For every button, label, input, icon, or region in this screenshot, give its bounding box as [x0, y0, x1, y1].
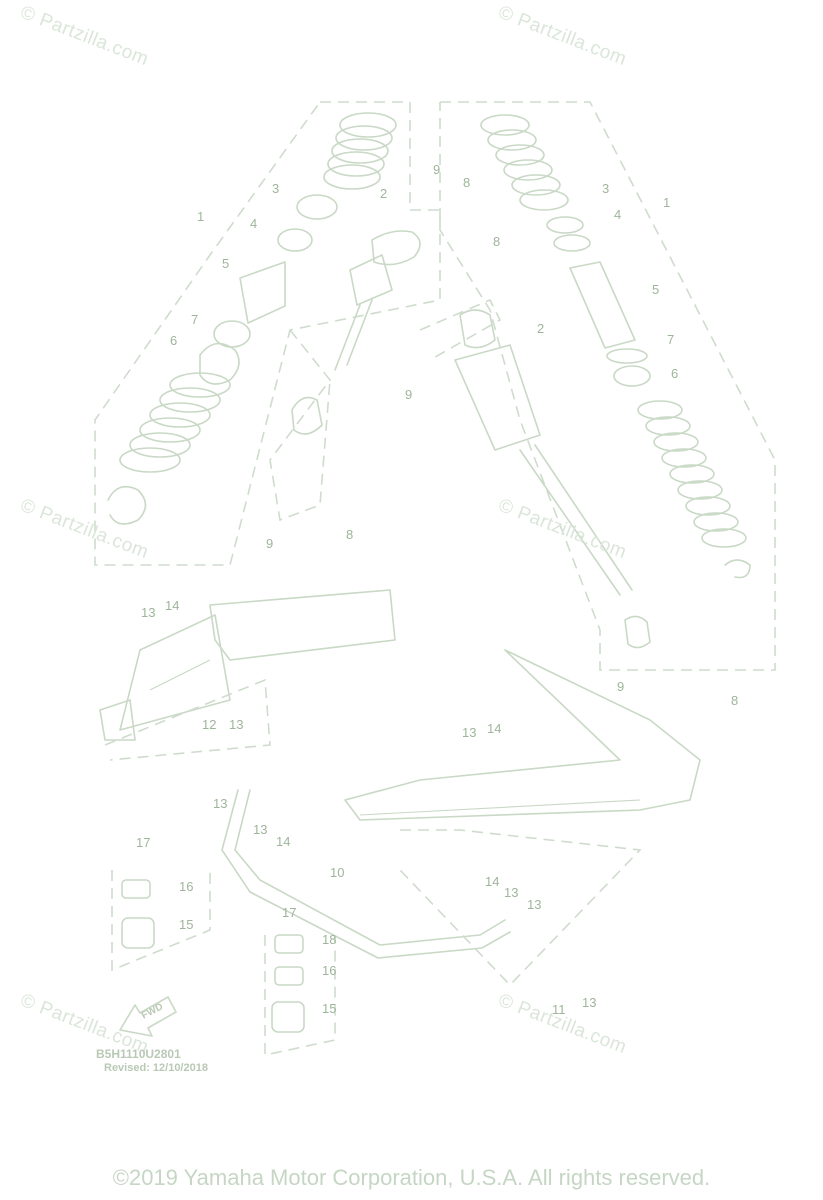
- callout: 13: [213, 796, 228, 811]
- right-lower-spring: [637, 400, 747, 548]
- right-seat-6: [613, 365, 651, 387]
- callout: 3: [602, 181, 610, 196]
- callout: 16: [322, 963, 337, 978]
- callout: 8: [731, 693, 739, 708]
- right-spring-clip: [724, 559, 751, 579]
- clamp-assembly-right: [271, 934, 305, 1033]
- left-shock-kit-boundary: [94, 101, 441, 566]
- callout: 10: [330, 865, 345, 880]
- left-lower-boundary: [104, 678, 271, 761]
- stabilizer-bar-10: [221, 789, 511, 959]
- callout: 6: [671, 366, 679, 381]
- callout: 3: [272, 181, 280, 196]
- callout: 5: [652, 282, 660, 297]
- right-ring-4: [553, 234, 591, 252]
- callout: 4: [250, 216, 258, 231]
- callout: 8: [493, 234, 501, 249]
- revised-date: Revised: 12/10/2018: [104, 1062, 208, 1074]
- left-cover-5: [239, 261, 286, 324]
- left-bushing-group-boundary: [269, 329, 332, 522]
- right-shock-kit-boundary: [439, 101, 776, 671]
- right-upper-spring: [480, 114, 569, 211]
- callout: 17: [282, 905, 297, 920]
- callout: 9: [433, 162, 441, 177]
- callout: 8: [346, 527, 354, 542]
- callout: 6: [170, 333, 178, 348]
- callout: 9: [405, 387, 413, 402]
- callout: 1: [663, 195, 671, 210]
- callout: 17: [136, 835, 151, 850]
- right-shock-absorber: [454, 309, 633, 596]
- callout: 13: [141, 605, 156, 620]
- left-spring-clip: [107, 485, 147, 525]
- callout: 14: [165, 598, 180, 613]
- clamp-assembly-left: [121, 879, 155, 949]
- callout: 13: [229, 717, 244, 732]
- copyright-notice: ©2019 Yamaha Motor Corporation, U.S.A. A…: [112, 1165, 711, 1190]
- right-bushing: [624, 615, 651, 649]
- callout: 9: [617, 679, 625, 694]
- clamp-boundary-right: [264, 935, 336, 1056]
- right-cover-5: [569, 261, 636, 349]
- callout: 14: [276, 834, 291, 849]
- callout: 16: [179, 879, 194, 894]
- callout: 13: [504, 885, 519, 900]
- left-ring-3: [296, 194, 338, 220]
- right-swingarm: [344, 649, 701, 821]
- callout: 5: [222, 256, 230, 271]
- callout: 13: [582, 995, 597, 1010]
- right-seat-7: [606, 348, 648, 364]
- callout: 11: [552, 1002, 566, 1017]
- callout: 13: [527, 897, 542, 912]
- callout: 12: [202, 717, 217, 732]
- callout: 7: [191, 312, 199, 327]
- callout: 13: [253, 822, 268, 837]
- callout: 2: [380, 186, 388, 201]
- callout: 4: [614, 207, 622, 222]
- left-seat-6: [199, 342, 240, 385]
- callout: 15: [322, 1001, 337, 1016]
- clamp-boundary-left: [111, 870, 211, 972]
- right-bushing-group-boundary: [419, 298, 502, 361]
- callout: 13: [462, 725, 477, 740]
- callout: 7: [667, 332, 675, 347]
- right-ring-3: [546, 216, 584, 234]
- callout: 14: [485, 874, 500, 889]
- left-upper-spring: [323, 112, 397, 190]
- callout: 2: [537, 321, 545, 336]
- callout: 8: [463, 175, 471, 190]
- callout: 18: [322, 932, 337, 947]
- callout: 1: [197, 209, 205, 224]
- left-swingarm-bracket: [99, 589, 396, 741]
- right-lower-boundary: [399, 829, 642, 987]
- diagram-code: B5H1110U2801: [96, 1047, 181, 1061]
- left-bushing: [291, 396, 323, 435]
- callout: 15: [179, 917, 194, 932]
- callout: 14: [487, 721, 502, 736]
- forward-arrow-icon: [119, 996, 177, 1037]
- left-lower-spring: [119, 372, 231, 473]
- left-shock-absorber: [334, 230, 421, 371]
- callout: 9: [266, 536, 274, 551]
- left-ring-4: [277, 228, 313, 252]
